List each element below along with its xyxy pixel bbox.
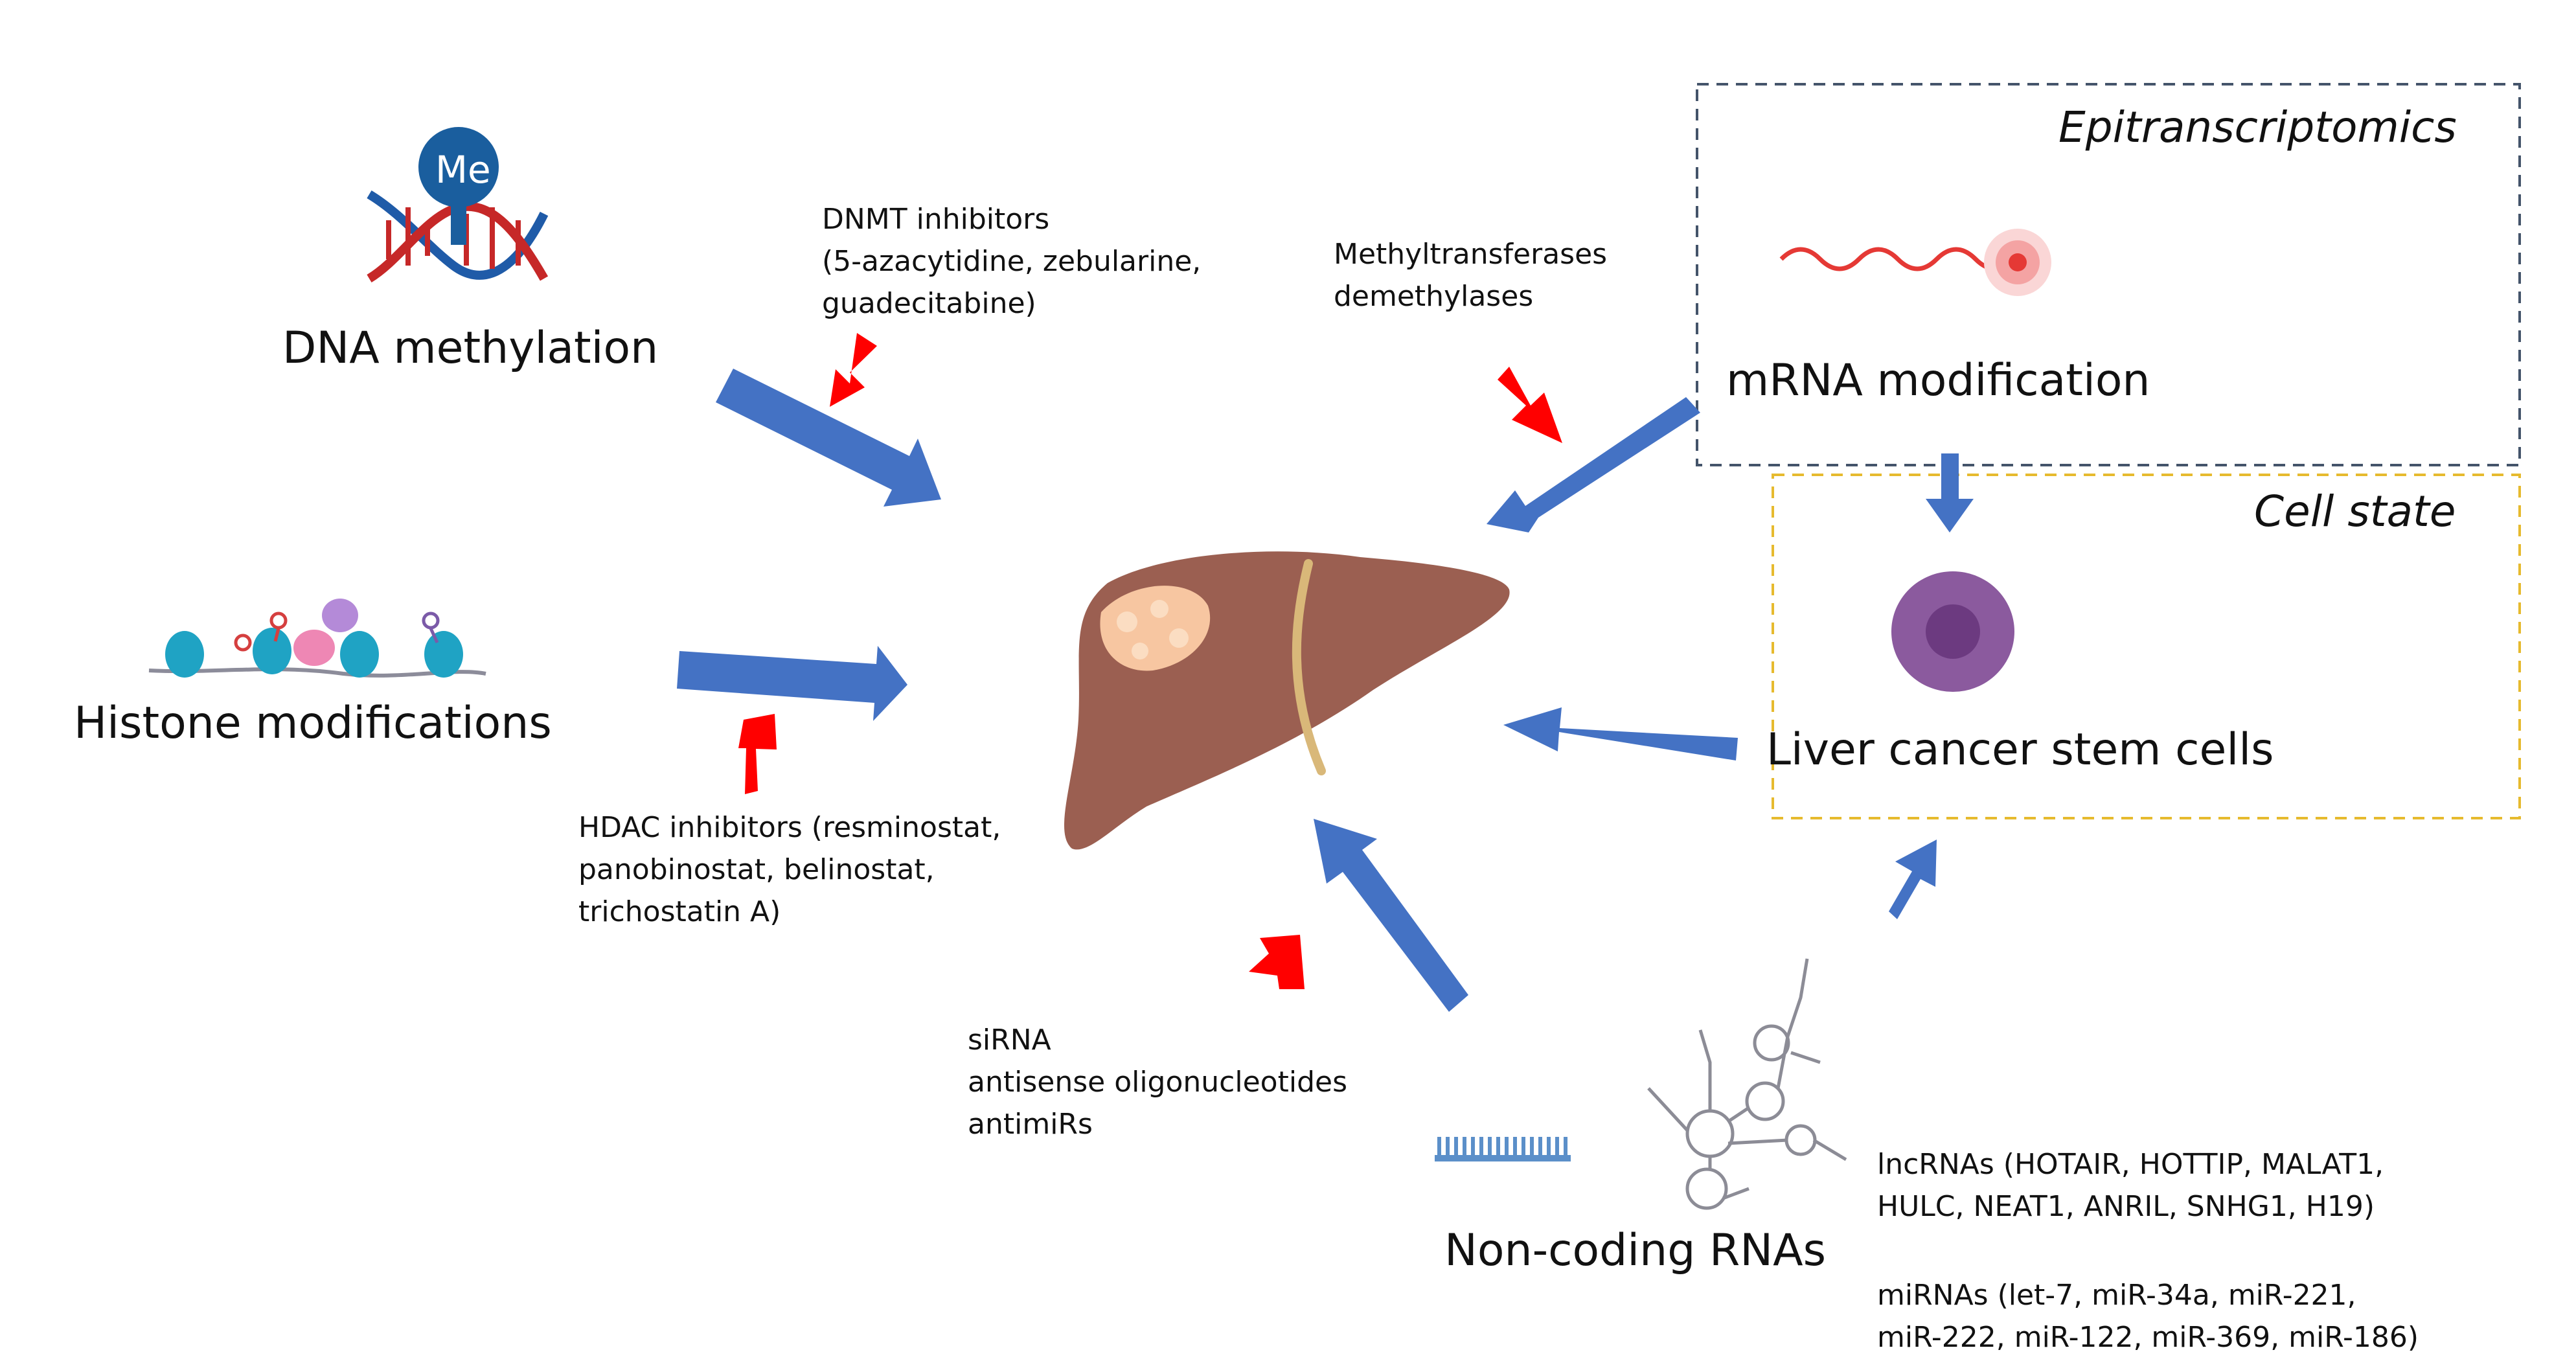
inhibitor-arrow-hdac bbox=[738, 714, 777, 794]
sirna-duplex-icon bbox=[1435, 1137, 1571, 1161]
dnmt-line: DNMT inhibitors bbox=[822, 203, 1050, 236]
liver-cancer-stem-cells-label: Liver cancer stem cells bbox=[1766, 724, 2274, 775]
non-coding-rnas-title: Non-coding RNAs bbox=[1444, 1225, 1827, 1276]
arrow-cells-to-liver bbox=[1503, 707, 1738, 761]
dnmt-inhibitors-label: DNMT inhibitors (5-azacytidine, zebulari… bbox=[822, 198, 1201, 325]
dna-methylation-title: DNA methylation bbox=[282, 323, 659, 374]
arrow-ncrna-to-cells bbox=[1889, 840, 1937, 919]
cell-state-heading: Cell state bbox=[2254, 486, 2456, 536]
rna-therapeutics-line: siRNA bbox=[968, 1024, 1051, 1057]
hdac-line: HDAC inhibitors (resminostat, bbox=[578, 811, 1001, 844]
arrow-mrna-to-liver bbox=[1487, 397, 1700, 532]
lncrnas-line: lncRNAs (HOTAIR, HOTTIP, MALAT1, bbox=[1877, 1148, 2384, 1181]
inhibitor-arrow-dnmt bbox=[830, 333, 877, 407]
modified-mrna-icon bbox=[1779, 229, 2051, 296]
sirna-base-tick bbox=[1471, 1137, 1475, 1156]
rna-therapeutics-label: siRNA antisense oligonucleotides antimiR… bbox=[968, 1019, 1347, 1145]
lncrnas-line: HULC, NEAT1, ANRIL, SNHG1, H19) bbox=[1877, 1190, 2375, 1223]
hdac-line: panobinostat, belinostat, bbox=[578, 853, 935, 886]
arrow-dna-to-liver bbox=[716, 369, 941, 507]
sirna-base-tick bbox=[1488, 1137, 1492, 1156]
lncrnas-label: lncRNAs (HOTAIR, HOTTIP, MALAT1, HULC, N… bbox=[1877, 1143, 2384, 1228]
sirna-base-tick bbox=[1505, 1137, 1509, 1156]
dnmt-line: guadecitabine) bbox=[822, 287, 1036, 320]
mirnas-label: miRNAs (let-7, miR-34a, miR-221, miR-222… bbox=[1877, 1274, 2419, 1358]
mirnas-line: miRNAs (let-7, miR-34a, miR-221, bbox=[1877, 1279, 2356, 1312]
hdac-inhibitors-label: HDAC inhibitors (resminostat, panobinost… bbox=[578, 806, 1001, 933]
sirna-base-tick bbox=[1530, 1137, 1534, 1156]
sirna-base-tick bbox=[1446, 1137, 1450, 1156]
mirnas-line: miR-222, miR-122, miR-369, miR-186) bbox=[1877, 1321, 2419, 1354]
arrow-ncrna-to-liver bbox=[1314, 819, 1468, 1012]
rna-therapeutics-line: antimiRs bbox=[968, 1108, 1093, 1141]
epitranscriptomics-heading: Epitranscriptomics bbox=[2058, 102, 2457, 152]
sirna-base-tick bbox=[1437, 1137, 1441, 1156]
sirna-base-tick bbox=[1463, 1137, 1466, 1156]
sirna-base-tick bbox=[1513, 1137, 1517, 1156]
methyltransferases-line: Methyltransferases bbox=[1334, 238, 1608, 271]
arrow-histone-to-liver bbox=[677, 646, 907, 721]
sirna-base-tick bbox=[1538, 1137, 1542, 1156]
sirna-base-tick bbox=[1547, 1137, 1551, 1156]
cell-state-box bbox=[1772, 474, 2521, 819]
methyl-badge: Me bbox=[435, 148, 491, 192]
hdac-line: trichostatin A) bbox=[578, 895, 781, 928]
rna-therapeutics-line: antisense oligonucleotides bbox=[968, 1066, 1347, 1099]
methyltransferases-label: Methyltransferases demethylases bbox=[1334, 233, 1607, 317]
methylated-dna-icon bbox=[367, 127, 549, 283]
stem-cell-icon bbox=[1891, 571, 2014, 692]
inhibitor-arrow-sirna bbox=[1249, 935, 1305, 989]
sirna-base-tick bbox=[1564, 1137, 1567, 1156]
sirna-base-tick bbox=[1522, 1137, 1525, 1156]
sirna-base-tick bbox=[1479, 1137, 1483, 1156]
methyltransferases-line: demethylases bbox=[1334, 280, 1534, 313]
histone-modifications-title: Histone modifications bbox=[74, 698, 552, 749]
liver-with-tumor-icon bbox=[1064, 551, 1510, 850]
sirna-base-tick bbox=[1555, 1137, 1559, 1156]
sirna-base-tick bbox=[1454, 1137, 1458, 1156]
arrow-mrna-to-cells bbox=[1926, 453, 1974, 532]
dnmt-line: (5-azacytidine, zebularine, bbox=[822, 245, 1202, 278]
nucleosome-chain-icon bbox=[148, 599, 486, 678]
sirna-base-tick bbox=[1496, 1137, 1500, 1156]
inhibitor-arrow-methyltransferases bbox=[1498, 367, 1562, 443]
lncrna-structure-icon bbox=[1647, 958, 1847, 1210]
epitranscriptomics-box bbox=[1696, 83, 2521, 466]
mrna-modification-label: mRNA modification bbox=[1726, 355, 2150, 406]
